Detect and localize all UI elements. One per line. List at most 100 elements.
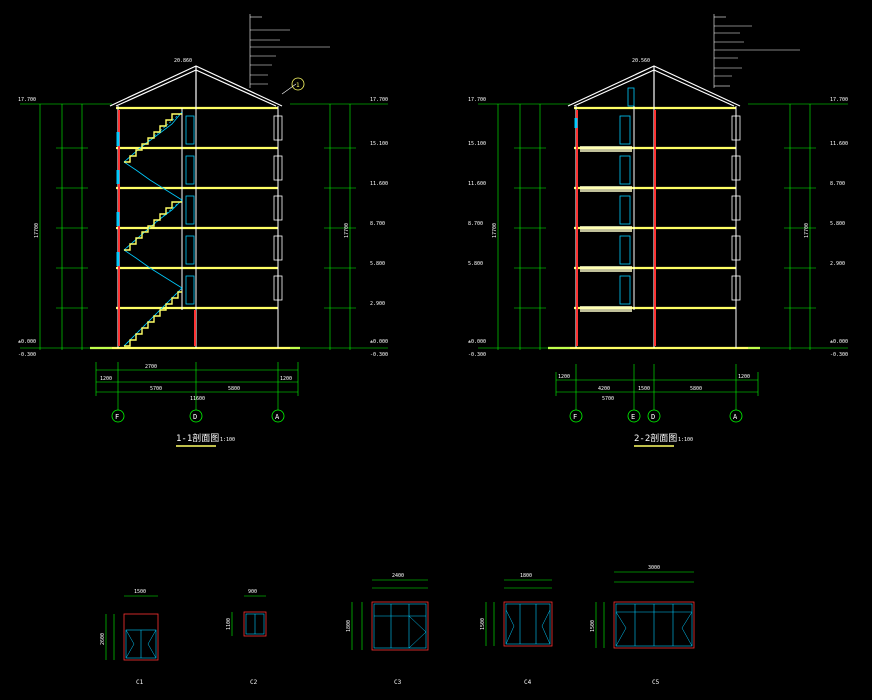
ground-level-right-2: -0.300 xyxy=(830,352,848,358)
bottom-dims-2 xyxy=(555,364,759,410)
attic-vent-2 xyxy=(627,87,635,107)
level-15100-right-1: 15.100 xyxy=(370,141,388,147)
bottom-dim-c-2: 1500 xyxy=(638,386,650,392)
zero-level-left-1: ±0.000 xyxy=(18,339,36,345)
columns-1 xyxy=(118,110,196,346)
section-scale-1: 1:100 xyxy=(220,437,235,443)
ridge-level-2: 20.560 xyxy=(632,58,650,64)
axis-d-1: D xyxy=(193,413,197,421)
span-dim-a-2: 5700 xyxy=(602,396,614,402)
window-c3-height: 1800 xyxy=(346,620,352,632)
section-2-2: 20.560 xyxy=(468,14,848,447)
window-details: 1500 2600 C1 900 1100 C2 2400 xyxy=(100,565,695,686)
ridge-level-1: 20.860 xyxy=(174,58,192,64)
ground-level-left-1: -0.300 xyxy=(18,352,36,358)
bottom-dim-c-1: 1200 xyxy=(280,376,292,382)
window-c1-width: 1500 xyxy=(134,589,146,595)
window-c5-height: 1500 xyxy=(590,620,596,632)
window-c5: 3000 1500 C5 xyxy=(590,565,695,686)
section-scale-2: 1:100 xyxy=(678,437,693,443)
right-dims-2 xyxy=(748,103,848,350)
overall-dim-1: 11600 xyxy=(190,396,205,402)
window-c4: 1800 1500 C4 xyxy=(480,573,553,686)
level-8700-right-1: 8.700 xyxy=(370,221,385,227)
section-1-1: 20.860 xyxy=(18,14,388,447)
ground-level-right-1: -0.300 xyxy=(370,352,388,358)
span-dim-a-1: 5700 xyxy=(150,386,162,392)
detail-callout-1: 1 xyxy=(281,77,305,95)
facade-windows-2 xyxy=(731,115,741,301)
top-level-right-1: 17.700 xyxy=(370,97,388,103)
section-title-2: 2-2剖面图 xyxy=(634,432,677,444)
level-15100-left-2: 15.100 xyxy=(468,141,486,147)
window-c1: 1500 2600 C1 xyxy=(100,589,159,686)
bottom-dim-a-2: 1200 xyxy=(558,374,570,380)
level-5800-right-1: 5.800 xyxy=(370,261,385,267)
section-title-1: 1-1剖面图 xyxy=(176,432,219,444)
window-c2-label: C2 xyxy=(250,679,258,686)
roof-2 xyxy=(567,65,741,108)
bottom-dim-a-1: 1200 xyxy=(100,376,112,382)
level-5800-left-2: 5.800 xyxy=(468,261,483,267)
level-2900-right-2: 2.900 xyxy=(830,261,845,267)
window-c2-width: 900 xyxy=(248,589,257,595)
zero-level-left-2: ±0.000 xyxy=(468,339,486,345)
window-c2: 900 1100 C2 xyxy=(226,589,267,686)
level-8700-left-2: 8.700 xyxy=(468,221,483,227)
window-c5-width: 3000 xyxy=(648,565,660,571)
window-c3: 2400 1800 C3 xyxy=(346,573,429,686)
left-dims-2 xyxy=(478,103,570,350)
window-c3-width: 2400 xyxy=(392,573,404,579)
columns-2 xyxy=(576,110,656,346)
interior-doors-1 xyxy=(185,115,195,305)
facade-windows-1 xyxy=(273,115,283,301)
callout-number-1: 1 xyxy=(296,82,300,89)
window-c4-height: 1500 xyxy=(480,618,486,630)
window-c3-label: C3 xyxy=(394,679,402,686)
roof-1 xyxy=(109,65,283,108)
total-height-left-2: 17700 xyxy=(492,223,498,238)
top-level-left-1: 17.700 xyxy=(18,97,36,103)
interior-doors-2 xyxy=(619,115,631,305)
window-c4-width: 1800 xyxy=(520,573,532,579)
span-dim-b-1: 5800 xyxy=(228,386,240,392)
axis-bubbles-1 xyxy=(111,409,285,423)
level-11600-right-1: 11.600 xyxy=(370,181,388,187)
stair-treads-1 xyxy=(124,113,182,347)
bottom-dims-1 xyxy=(95,362,299,410)
window-c1-label: C1 xyxy=(136,679,144,686)
axis-f-2: F xyxy=(573,413,577,421)
axis-f-1: F xyxy=(115,413,119,421)
level-5800-right-2: 5.800 xyxy=(830,221,845,227)
bottom-dim-d-2: 1200 xyxy=(738,374,750,380)
window-c2-height: 1100 xyxy=(226,618,232,630)
level-11600-right-2: 11.600 xyxy=(830,141,848,147)
window-c1-height: 2600 xyxy=(100,633,106,645)
layer-legend-2 xyxy=(713,14,800,88)
zero-level-right-1: ±0.000 xyxy=(370,339,388,345)
top-level-right-2: 17.700 xyxy=(830,97,848,103)
axis-a-1: A xyxy=(275,413,280,421)
window-c5-label: C5 xyxy=(652,679,660,686)
total-height-right-1: 17700 xyxy=(344,223,350,238)
axis-d-2: D xyxy=(651,413,655,421)
top-level-left-2: 17.700 xyxy=(468,97,486,103)
level-11600-left-2: 11.600 xyxy=(468,181,486,187)
bottom-dim-b-2: 4200 xyxy=(598,386,610,392)
axis-bubbles-2 xyxy=(569,409,743,423)
balcony-slabs-2 xyxy=(580,146,632,312)
total-height-right-2: 17700 xyxy=(804,223,810,238)
zero-level-right-2: ±0.000 xyxy=(830,339,848,345)
left-dims-1 xyxy=(20,103,112,350)
level-2900-right-1: 2.900 xyxy=(370,301,385,307)
total-height-left-1: 17700 xyxy=(34,223,40,238)
staircase-1 xyxy=(123,111,183,347)
ground-level-left-2: -0.300 xyxy=(468,352,486,358)
level-8700-right-2: 8.700 xyxy=(830,181,845,187)
bottom-dim-b-1: 2700 xyxy=(145,364,157,370)
span-dim-b-2: 5800 xyxy=(690,386,702,392)
right-dims-1 xyxy=(290,103,388,350)
window-c4-label: C4 xyxy=(524,679,532,686)
